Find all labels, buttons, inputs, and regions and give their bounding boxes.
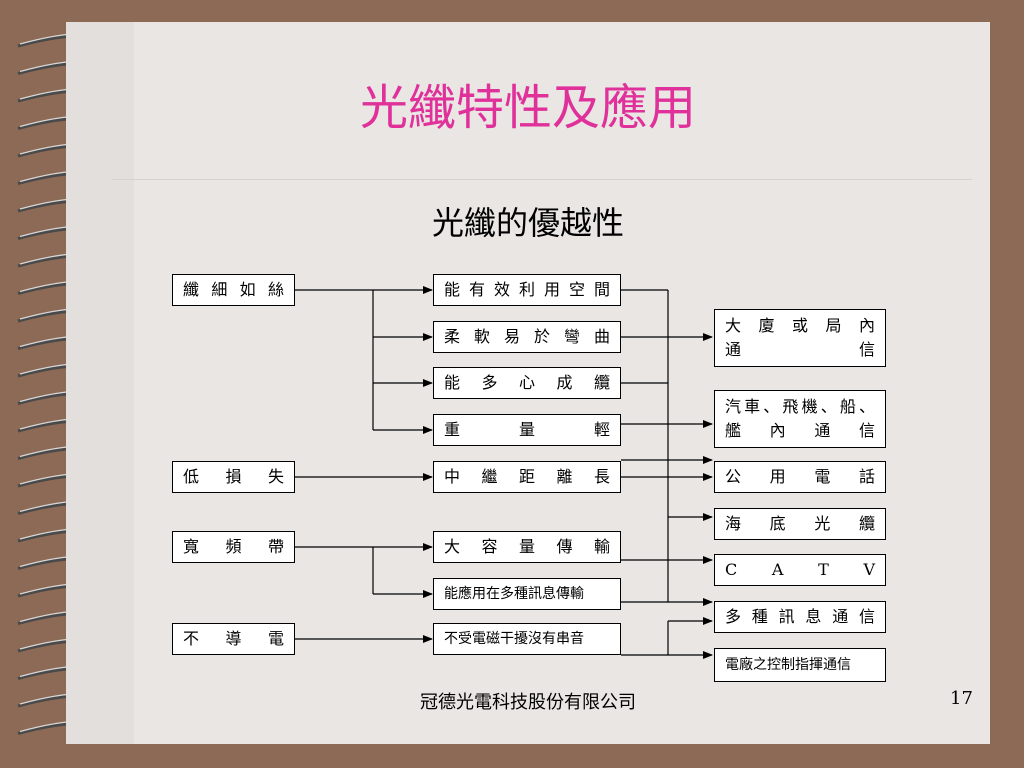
property-label: 寬 頻 帶 [183, 537, 284, 556]
application-box-multi-comm: 多 種 訊 息 通 信 [714, 601, 886, 633]
application-label: 公 用 電 話 [725, 467, 875, 486]
property-label: 低 損 失 [183, 467, 284, 486]
advantage-box-flexible: 柔 軟 易 於 彎 曲 [433, 321, 621, 353]
application-label-line1: 大 廈 或 局 內 [725, 316, 875, 335]
advantage-box-multicore: 能 多 心 成 纜 [433, 367, 621, 399]
slide-title: 光纖特性及應用 [359, 80, 696, 136]
advantage-label: 能應用在多種訊息傳輸 [444, 586, 584, 602]
property-box-low-loss: 低 損 失 [172, 461, 295, 493]
application-label: 電廠之控制指揮通信 [725, 657, 851, 673]
application-box-submarine-cable: 海 底 光 纜 [714, 508, 886, 540]
property-label: 不 導 電 [183, 629, 284, 648]
property-box-thin: 纖 細 如 絲 [172, 274, 295, 306]
application-label: 多 種 訊 息 通 信 [725, 607, 875, 626]
property-box-wideband: 寬 頻 帶 [172, 531, 295, 563]
application-label-line1: 汽車、飛機、船、 [725, 397, 875, 416]
application-box-vehicles: 汽車、飛機、船、 艦 內 通 信 [714, 390, 886, 448]
title-divider [112, 179, 972, 180]
application-label-line2: 艦 內 通 信 [725, 421, 875, 440]
advantage-box-light: 重 量 輕 [433, 414, 621, 446]
property-box-non-conductive: 不 導 電 [172, 623, 295, 655]
advantage-label: 不受電磁干擾沒有串音 [444, 631, 584, 647]
advantage-label: 柔 軟 易 於 彎 曲 [444, 327, 610, 346]
advantage-box-long-relay: 中 繼 距 離 長 [433, 461, 621, 493]
slide-footer: 冠德光電科技股份有限公司 [420, 692, 636, 713]
advantage-label: 中 繼 距 離 長 [444, 467, 610, 486]
application-label-line2: 通 信 [725, 340, 875, 359]
advantage-box-no-interference: 不受電磁干擾沒有串音 [433, 623, 621, 655]
page-number: 17 [950, 688, 973, 709]
advantage-label: 重 量 輕 [444, 420, 610, 439]
application-label: 海 底 光 纜 [725, 514, 875, 533]
property-label: 纖 細 如 絲 [183, 280, 284, 299]
slide-subtitle: 光纖的優越性 [431, 204, 624, 242]
advantage-box-multi-message: 能應用在多種訊息傳輸 [433, 578, 621, 610]
application-box-public-phone: 公 用 電 話 [714, 461, 886, 493]
advantage-label: 能 有 效 利 用 空 間 [444, 280, 610, 299]
advantage-label: 能 多 心 成 纜 [444, 373, 610, 392]
advantage-label: 大 容 量 傳 輸 [444, 537, 610, 556]
advantage-box-space: 能 有 效 利 用 空 間 [433, 274, 621, 306]
advantage-box-large-capacity: 大 容 量 傳 輸 [433, 531, 621, 563]
application-box-plant-control: 電廠之控制指揮通信 [714, 648, 886, 682]
application-label: C A T V [725, 560, 875, 579]
application-box-catv: C A T V [714, 554, 886, 586]
application-box-building: 大 廈 或 局 內 通 信 [714, 309, 886, 367]
